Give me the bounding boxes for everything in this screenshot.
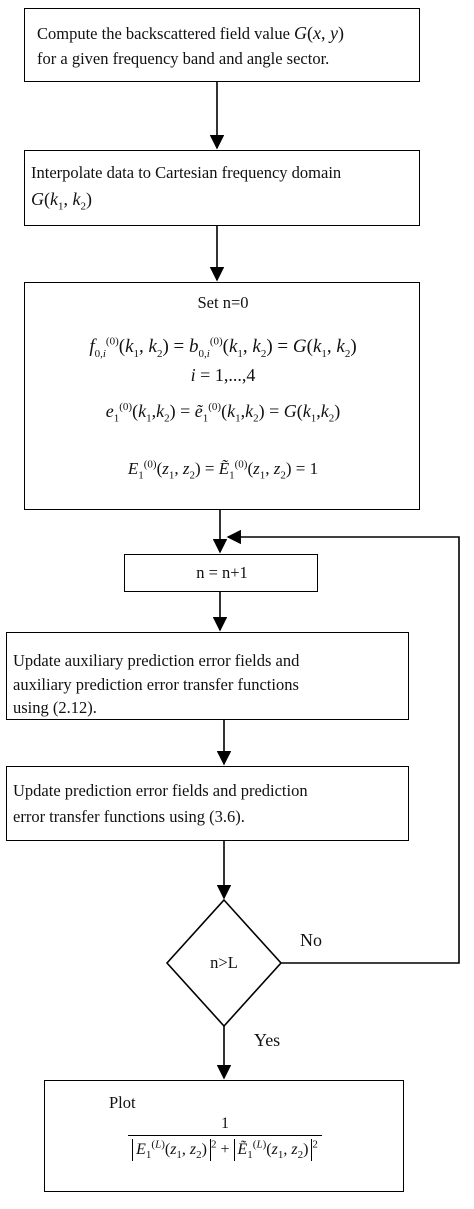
update-line2: error transfer functions using (3.6). (13, 807, 245, 826)
interpolate-step-math: G(k1, k2) (31, 189, 92, 213)
init-eq1: f0,i(0)(k1, k2) = b0,i(0)(k1, k2) = G(k1… (89, 335, 357, 360)
compute-step-math: G (294, 23, 308, 43)
plot-formula: 1 E1(L)(z1, z2)2 + Ẽ1(L)(z1, z2)2 (45, 1115, 405, 1161)
increment-step-box: n = n+1 (124, 554, 318, 592)
compute-step-box: Compute the backscattered field value G(… (24, 8, 420, 82)
init-step-box: Set n=0 f0,i(0)(k1, k2) = b0,i(0)(k1, k2… (24, 282, 420, 510)
aux-update-line1: Update auxiliary prediction error fields… (13, 651, 300, 670)
increment-step-label: n = n+1 (196, 563, 248, 582)
interpolate-step-box: Interpolate data to Cartesian frequency … (24, 150, 420, 226)
init-step-title: Set n=0 (197, 293, 249, 312)
init-eq3: E1(0)(z1, z2) = Ẽ1(0)(z1, z2) = 1 (127, 458, 319, 482)
plot-numerator: 1 (221, 1115, 229, 1132)
compute-step-line2: for a given frequency band and angle sec… (37, 49, 330, 68)
arrow-no-loop (226, 529, 460, 964)
update-step-box: Update prediction error fields and predi… (6, 766, 409, 841)
decision-yes-label: Yes (254, 1030, 281, 1050)
decision-label: n>L (210, 953, 238, 972)
aux-update-step-box: Update auxiliary prediction error fields… (6, 632, 409, 720)
plot-denominator: E1(L)(z1, z2)2 + Ẽ1(L)(z1, z2)2 (128, 1135, 322, 1161)
update-line1: Update prediction error fields and predi… (13, 781, 308, 800)
aux-update-line2: auxiliary prediction error transfer func… (13, 675, 299, 694)
compute-step-line1: Compute the backscattered field value G(… (37, 21, 344, 46)
interpolate-step-line1: Interpolate data to Cartesian frequency … (31, 163, 342, 182)
plot-fraction: 1 E1(L)(z1, z2)2 + Ẽ1(L)(z1, z2)2 (128, 1115, 322, 1161)
plot-step-title: Plot (109, 1093, 136, 1112)
decision-no-label: No (300, 930, 322, 950)
plot-step-box: Plot 1 E1(L)(z1, z2)2 + Ẽ1(L)(z1, z2)2 (44, 1080, 404, 1192)
init-eq-index: i = 1,...,4 (190, 365, 256, 385)
compute-step-math-args: (x, y) (307, 23, 345, 43)
init-eq2: e1(0)(k1,k2) = ẽ1(0)(k1,k2) = G(k1,k2) (105, 401, 341, 425)
compute-step-text: Compute the backscattered field value (37, 24, 290, 43)
aux-update-line3: using (2.12). (13, 698, 97, 717)
